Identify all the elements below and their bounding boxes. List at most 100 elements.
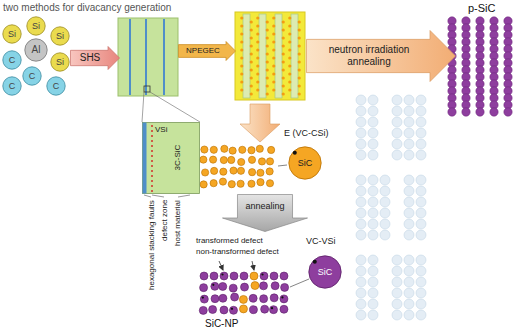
- node-label: Si: [56, 57, 64, 67]
- defect-label: VSi: [155, 125, 167, 134]
- defect-dot: [151, 130, 153, 132]
- defect-dot: [266, 84, 269, 87]
- node-label: SiC: [298, 158, 313, 168]
- defect-dot: [298, 20, 301, 23]
- nanoparticle: [270, 272, 278, 280]
- node-outline-circle: [51, 53, 69, 71]
- defect-dot: [256, 48, 259, 51]
- nanoparticle: [256, 145, 263, 152]
- nanoparticle: [260, 282, 268, 290]
- node-outline-circle: [289, 147, 321, 179]
- defect-dot: [272, 32, 275, 35]
- nanoparticle: [239, 305, 247, 313]
- defect-dot: [256, 72, 259, 75]
- nanoparticle: [248, 147, 255, 154]
- nanoparticle: [271, 282, 279, 290]
- stage-label: SiC-NP: [205, 318, 238, 330]
- faded-grain: [392, 255, 402, 265]
- defect-dot: [151, 150, 153, 152]
- defect-dot: [240, 24, 243, 27]
- defect-dot: [288, 56, 291, 59]
- nanoparticle: [221, 145, 228, 152]
- defect-dot: [298, 84, 301, 87]
- faded-grain: [416, 255, 426, 265]
- particle-circle: SiC: [288, 146, 322, 180]
- faded-grain: [356, 255, 366, 265]
- defect-dot: [266, 76, 269, 79]
- psic-grain: [448, 108, 456, 116]
- faded-grain: [356, 150, 366, 160]
- faded-grain: [404, 117, 414, 127]
- pointer-arrow: [219, 261, 223, 270]
- node-outline: [142, 122, 200, 194]
- faded-grain: [356, 197, 366, 207]
- defect-dot: [298, 76, 301, 79]
- faded-grain: [380, 219, 390, 229]
- defect-dot: [272, 80, 275, 83]
- defect-dot: [240, 72, 243, 75]
- faded-grain: [356, 106, 366, 116]
- defect-dot: [151, 135, 153, 137]
- faded-grain: [416, 139, 426, 149]
- node-outline-arrow: [307, 31, 456, 82]
- faded-grain: [404, 175, 414, 185]
- faded-grain: [356, 288, 366, 298]
- nanoparticle: [220, 168, 227, 175]
- defect-dot: [288, 64, 291, 67]
- nanoparticle: [200, 272, 208, 280]
- node-outline-circle: [309, 256, 341, 288]
- node-text-area: C: [46, 76, 66, 96]
- nanoparticle: [211, 282, 219, 290]
- atom-circle: C: [22, 66, 42, 86]
- defect-dot: [240, 16, 243, 19]
- callout-label: hexagonal stacking faults: [147, 200, 156, 290]
- node-outline-circle: [3, 77, 21, 95]
- nanoparticle: [266, 168, 273, 175]
- faded-grain: [380, 186, 390, 196]
- pore-channel: [275, 14, 282, 98]
- node-text-area: NPEGEC: [180, 45, 226, 58]
- faded-grain: [356, 230, 366, 240]
- nanoparticle: [237, 180, 244, 187]
- defect-dot: [256, 40, 259, 43]
- defect-dot: [256, 80, 259, 83]
- stacking-fault-line: [129, 19, 131, 95]
- faded-grain: [368, 230, 378, 240]
- nanoparticle: [280, 305, 288, 313]
- nanoparticle: [268, 146, 275, 153]
- atom-circle: Si: [50, 26, 70, 46]
- defect-dot: [151, 170, 153, 172]
- defect-dot: [272, 48, 275, 51]
- defect-dot: [151, 160, 153, 162]
- faded-grain: [404, 139, 414, 149]
- node-label: neutron irradiation annealing: [311, 44, 427, 67]
- node-text-area: neutron irradiation annealing: [308, 39, 430, 72]
- porous-plate: [235, 12, 305, 100]
- defect-dot: [288, 32, 291, 35]
- faded-grain: [368, 117, 378, 127]
- nanoparticle: [210, 146, 217, 153]
- nanoparticle: [220, 156, 227, 163]
- node-label: Si: [8, 29, 16, 39]
- node-text-area: Al: [24, 38, 48, 62]
- nanoparticle: [249, 306, 257, 314]
- faded-grain: [368, 208, 378, 218]
- psic-grain: [504, 108, 512, 116]
- defect-dot: [266, 92, 269, 95]
- defect-dot: [250, 20, 253, 23]
- vacancy-dot: [313, 260, 317, 264]
- node-label: NPEGEC: [186, 46, 220, 55]
- pointer-arrow: [252, 261, 254, 270]
- defect-dot: [288, 48, 291, 51]
- nanoparticle: [250, 272, 258, 280]
- nanoparticle: [260, 295, 268, 303]
- faded-grain: [416, 197, 426, 207]
- node-label: C: [9, 81, 16, 91]
- node-text-area: Si: [2, 24, 22, 44]
- defect-dot: [282, 52, 285, 55]
- nanoparticle: [240, 272, 248, 280]
- faded-grain: [392, 128, 402, 138]
- nanoparticle: [229, 306, 237, 314]
- faded-grain: [356, 117, 366, 127]
- node-outline-circle: [23, 67, 41, 85]
